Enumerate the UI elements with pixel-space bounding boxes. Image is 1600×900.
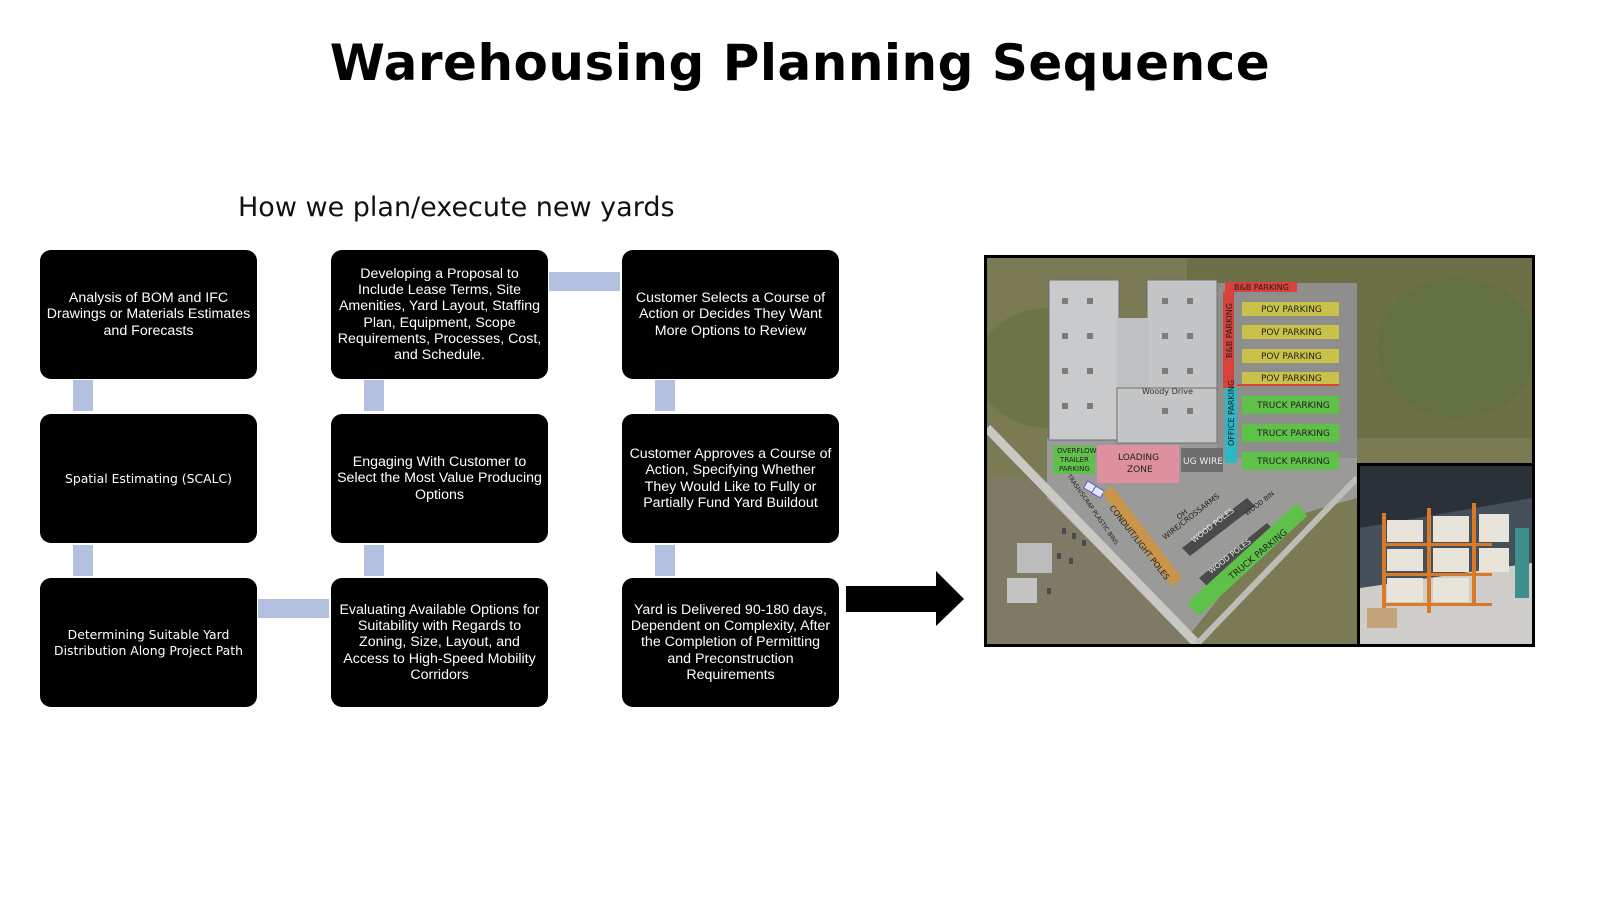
page-title: Warehousing Planning Sequence	[0, 34, 1600, 92]
step-box-spatial-estimating: Spatial Estimating (SCALC)	[40, 414, 257, 543]
connector-7-8	[655, 380, 675, 411]
overflow-label-1: OVERFLOW	[1057, 447, 1097, 455]
connector-1-2	[73, 380, 93, 411]
truck-parking-label-3: TRUCK PARKING	[1256, 457, 1330, 467]
connector-3-4	[258, 599, 329, 618]
office-parking-label: OFFICE PARKING	[1227, 380, 1236, 446]
warehouse-interior-inset	[1357, 463, 1532, 644]
step-box-customer-approves: Customer Approves a Course of Action, Sp…	[622, 414, 839, 543]
step-box-yard-delivered: Yard is Delivered 90-180 days, Dependent…	[622, 578, 839, 707]
step-box-evaluating-options: Evaluating Available Options for Suitabi…	[331, 578, 548, 707]
overflow-label-2: TRAILER	[1059, 456, 1089, 464]
connector-2-3	[73, 545, 93, 576]
bb-parking-vertical-label: B&B PARKING	[1225, 303, 1234, 358]
step-box-customer-selects: Customer Selects a Course of Action or D…	[622, 250, 839, 379]
step-box-yard-distribution: Determining Suitable Yard Distribution A…	[40, 578, 257, 707]
pov-parking-label-1: POV PARKING	[1261, 305, 1322, 315]
connector-6-7	[549, 272, 620, 291]
yard-aerial-image: Woody Drive B&B PARKING B&B PARKING POV …	[984, 255, 1535, 647]
road-label: Woody Drive	[1142, 387, 1193, 396]
connector-8-9	[655, 545, 675, 576]
bb-parking-label: B&B PARKING	[1234, 283, 1289, 292]
pov-parking-label-4: POV PARKING	[1261, 374, 1322, 384]
diagram-subtitle: How we plan/execute new yards	[238, 192, 675, 223]
connector-4-5	[364, 545, 384, 576]
ug-wire-label: UG WIRE	[1183, 457, 1223, 467]
warehouse-roof-left	[1049, 280, 1119, 440]
pov-parking-label-2: POV PARKING	[1261, 328, 1322, 338]
loading-zone-label-2: ZONE	[1127, 465, 1153, 475]
step-box-engaging-customer: Engaging With Customer to Select the Mos…	[331, 414, 548, 543]
step-box-developing-proposal: Developing a Proposal to Include Lease T…	[331, 250, 548, 379]
loading-zone-label-1: LOADING	[1118, 453, 1159, 463]
connector-5-6	[364, 380, 384, 411]
right-arrow-icon	[846, 571, 966, 627]
overflow-label-3: PARKING	[1059, 465, 1090, 473]
pov-parking-label-3: POV PARKING	[1261, 352, 1322, 362]
truck-parking-label-1: TRUCK PARKING	[1256, 401, 1330, 411]
truck-parking-label-2: TRUCK PARKING	[1256, 429, 1330, 439]
step-box-analysis: Analysis of BOM and IFC Drawings or Mate…	[40, 250, 257, 379]
